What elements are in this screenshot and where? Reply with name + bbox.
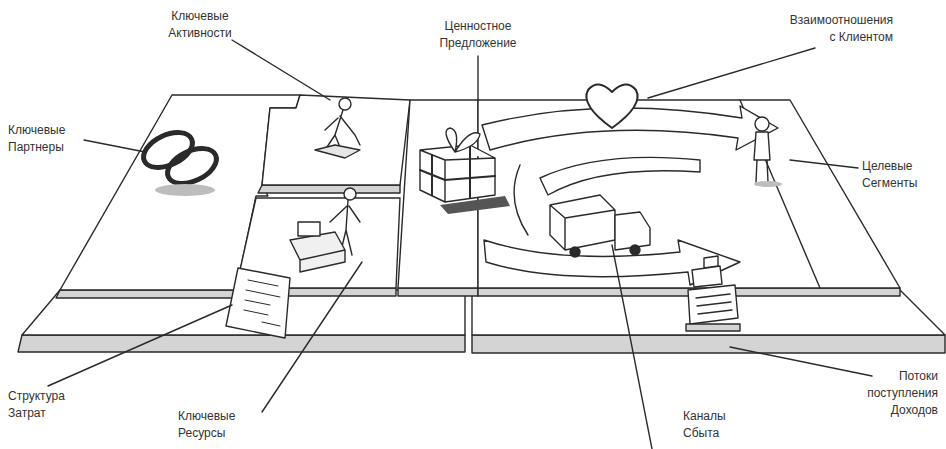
- callout-label: Ключевые Партнеры: [8, 122, 78, 156]
- revenue-strip: [472, 290, 945, 335]
- register-base: [686, 324, 740, 331]
- inner-arc: [514, 165, 528, 235]
- truck-wheel: [630, 245, 640, 255]
- activities-tile-side: [258, 185, 400, 193]
- revenue-strip-side: [472, 335, 945, 353]
- callout-label: Структура Затрат: [8, 388, 83, 422]
- leader-line: [648, 48, 815, 98]
- callout-label: Потоки поступления Доходов: [860, 368, 938, 419]
- machine-icon: [290, 232, 345, 272]
- cost-document: [226, 268, 290, 338]
- gift-shadow: [440, 196, 510, 214]
- person-head: [755, 117, 769, 131]
- person-head: [344, 188, 356, 200]
- callout-label: Ценностное Предложение: [418, 18, 538, 52]
- partners-tile-side: [56, 290, 236, 298]
- channel-arc: [540, 157, 700, 195]
- person-body: [754, 132, 770, 182]
- gift-bow: [446, 128, 480, 152]
- callout-label: Целевые Сегменты: [862, 158, 928, 192]
- document-lines: [244, 280, 280, 326]
- leader-line: [612, 245, 652, 449]
- cost-strip-side: [18, 335, 465, 352]
- cash-register: [688, 256, 738, 324]
- work-object: [315, 145, 360, 158]
- leader-line: [730, 347, 872, 376]
- callout-label: Каналы Сбыта: [683, 408, 743, 442]
- leader-line: [232, 40, 330, 100]
- register-keys: [696, 294, 732, 314]
- leader-line: [84, 140, 145, 152]
- leader-line: [477, 56, 478, 100]
- value-tile-side: [398, 288, 478, 296]
- machine-part: [298, 222, 320, 236]
- ring-shadow: [155, 184, 215, 196]
- truck-wheel: [570, 247, 580, 257]
- activities-tile: [262, 95, 410, 185]
- person-head: [339, 98, 351, 110]
- ring-icon: [162, 141, 222, 190]
- truck-cargo: [550, 195, 615, 250]
- callout-label: Ключевые Активности: [160, 8, 240, 42]
- callout-label: Ключевые Ресурсы: [178, 408, 250, 442]
- gift-box: [420, 145, 495, 202]
- truck-cab: [615, 212, 650, 250]
- leader-line: [48, 305, 232, 386]
- heart-icon: [586, 84, 637, 128]
- person-shadow: [754, 181, 782, 187]
- leader-line: [262, 262, 362, 412]
- callout-label: Взаимоотношения с Клиентом: [787, 12, 893, 46]
- gift-ribbon: [420, 146, 495, 198]
- right-panel: [478, 100, 900, 288]
- leader-line: [790, 160, 858, 168]
